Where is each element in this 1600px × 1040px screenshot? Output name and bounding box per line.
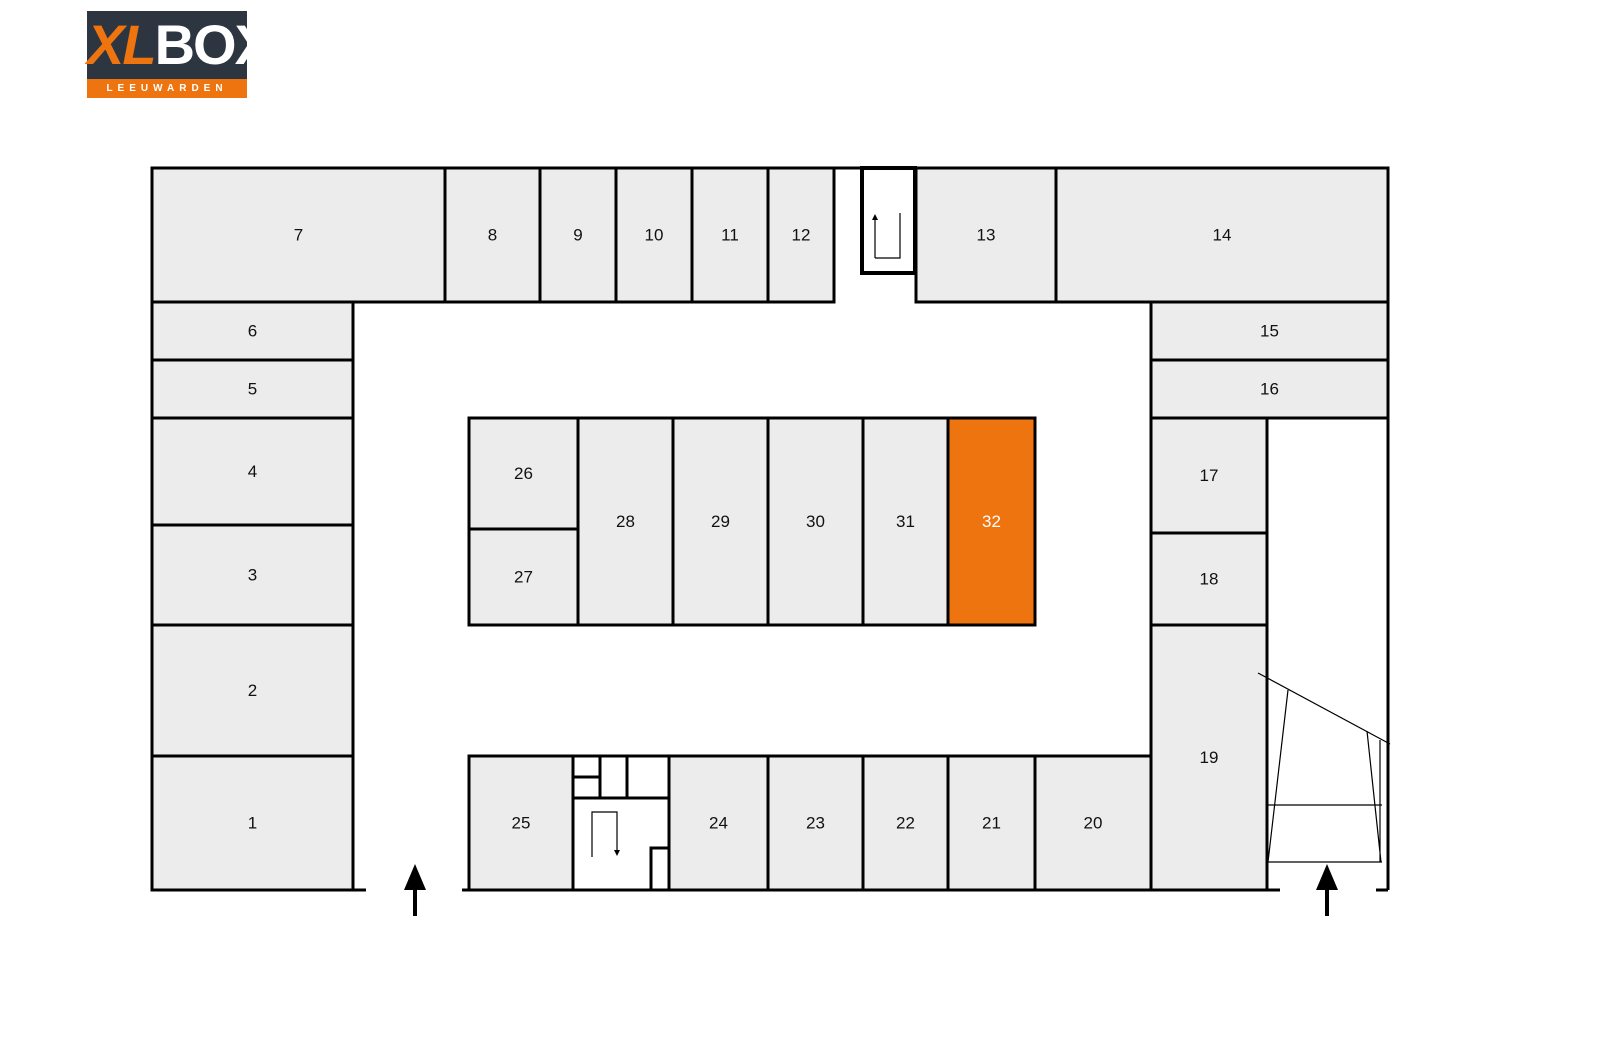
unit-box [1149,416,1269,535]
unit-21[interactable]: 21 [946,754,1037,892]
unit-label: 13 [977,225,996,244]
unit-15[interactable]: 15 [1149,300,1390,362]
unit-12[interactable]: 12 [766,166,836,304]
unit-box [946,754,1037,892]
unit-20[interactable]: 20 [1033,754,1153,892]
unit-32[interactable]: 32 [946,416,1037,627]
entrance-ramp [1257,672,1391,863]
unit-label: 24 [709,813,728,832]
unit-10[interactable]: 10 [614,166,694,304]
unit-label: 3 [248,565,257,584]
unit-6[interactable]: 6 [150,300,355,362]
unit-1[interactable]: 1 [150,754,355,892]
unit-label: 6 [248,321,257,340]
logo-wordmark: XLBOX [87,13,272,76]
unit-label: 23 [806,813,825,832]
unit-8[interactable]: 8 [443,166,542,304]
unit-label: 17 [1200,466,1219,485]
unit-17[interactable]: 17 [1149,416,1269,535]
unit-label: 1 [248,813,257,832]
logo-location: LEEUWARDEN [87,79,247,98]
unit-26[interactable]: 26 [467,416,580,531]
unit-box [467,527,580,627]
unit-14[interactable]: 14 [1054,166,1390,304]
unit-label: 26 [514,464,533,483]
unit-24[interactable]: 24 [667,754,770,892]
unit-box [690,166,770,304]
unit-box [671,416,770,627]
unit-label: 25 [512,813,531,832]
unit-box [1149,300,1390,362]
unit-box [1149,623,1269,892]
unit-5[interactable]: 5 [150,358,355,420]
unit-box [766,416,865,627]
unit-label: 18 [1200,569,1219,588]
unit-box [667,754,770,892]
logo-box: BOX [154,13,272,76]
unit-label: 2 [248,681,257,700]
unit-box [1149,358,1390,420]
unit-16[interactable]: 16 [1149,358,1390,420]
unit-label: 12 [792,225,811,244]
unit-label: 31 [896,512,915,531]
unit-box [1033,754,1153,892]
unit-31[interactable]: 31 [861,416,950,627]
unit-box [914,166,1058,304]
unit-label: 11 [721,225,739,244]
unit-4[interactable]: 4 [150,416,355,527]
unit-label: 15 [1260,321,1279,340]
unit-30[interactable]: 30 [766,416,865,627]
unit-label: 16 [1260,379,1279,398]
unit-box [861,754,950,892]
logo-xl: XL [87,13,157,76]
walls [150,166,1390,892]
unit-3[interactable]: 3 [150,523,355,627]
unit-label: 5 [248,379,257,398]
unit-28[interactable]: 28 [576,416,675,627]
unit-box [150,754,355,892]
unit-label: 4 [248,462,257,481]
unit-label: 29 [711,512,730,531]
unit-label: 30 [806,512,825,531]
unit-label: 20 [1084,813,1103,832]
unit-2[interactable]: 2 [150,623,355,758]
unit-label: 14 [1213,225,1232,244]
unit-11[interactable]: 11 [690,166,770,304]
unit-label: 7 [294,225,303,244]
unit-label: 8 [488,225,497,244]
unit-box [150,358,355,420]
unit-label: 9 [573,225,582,244]
unit-label: 21 [982,813,1001,832]
unit-box [150,416,355,527]
unit-box [150,623,355,758]
entrance-arrow-right [1316,864,1338,916]
unit-18[interactable]: 18 [1149,531,1269,627]
unit-9[interactable]: 9 [538,166,618,304]
unit-22[interactable]: 22 [861,754,950,892]
unit-19[interactable]: 19 [1149,623,1269,892]
unit-label: 28 [616,512,635,531]
unit-25[interactable]: 25 [467,754,575,892]
unit-label: 10 [645,225,664,244]
unit-29[interactable]: 29 [671,416,770,627]
unit-7[interactable]: 7 [150,166,447,304]
unit-box [766,166,836,304]
unit-27[interactable]: 27 [467,527,580,627]
xlbox-logo: XLBOX LEEUWARDEN [87,11,272,98]
unit-label: 27 [514,567,533,586]
unit-box [861,416,950,627]
unit-label: 19 [1200,748,1219,767]
stairwell-top [860,166,917,275]
entrance-arrow-left [404,864,426,916]
unit-box [946,416,1037,627]
unit-label: 22 [896,813,915,832]
unit-13[interactable]: 13 [914,166,1058,304]
stairwell-bottom [571,754,671,892]
unit-label: 32 [982,512,1001,531]
unit-23[interactable]: 23 [766,754,865,892]
